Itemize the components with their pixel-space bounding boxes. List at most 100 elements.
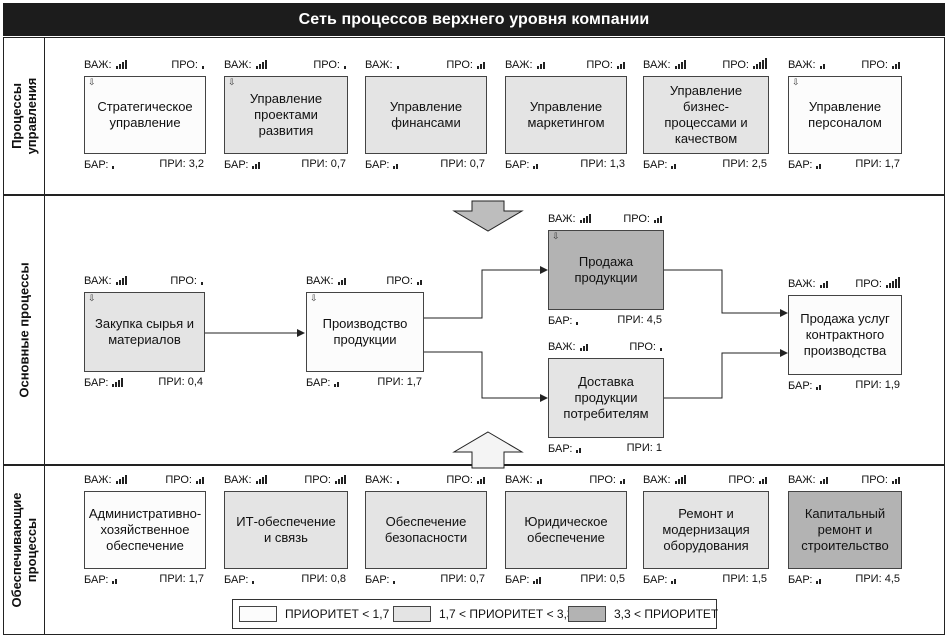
level-bar (588, 214, 591, 223)
problem-indicator: ПРО: (170, 274, 203, 288)
importance-indicator: ВАЖ: (788, 58, 825, 72)
level-bar (121, 62, 124, 69)
level-bar (533, 581, 536, 584)
level-bar (819, 385, 822, 390)
importance-bars (396, 473, 399, 484)
level-bar (585, 216, 588, 223)
importance-indicator: ВАЖ: (643, 58, 686, 72)
level-bar (338, 479, 340, 484)
problem-bars (617, 58, 625, 69)
flow-arrow-up (452, 431, 524, 469)
level-bar (674, 579, 677, 584)
importance-label: ВАЖ: (306, 275, 334, 287)
problem-label: ПРО: (728, 474, 755, 486)
level-bar (483, 62, 485, 69)
problem-label: ПРО: (623, 213, 650, 225)
level-bar (620, 481, 622, 484)
importance-label: ВАЖ: (84, 59, 112, 71)
process-admin: ВАЖ:ПРО:Административно-хозяйственное об… (84, 473, 206, 587)
level-bar (337, 382, 340, 387)
priority-value: 4,5 (884, 573, 900, 585)
problem-label: ПРО: (586, 59, 613, 71)
level-bar (617, 66, 619, 69)
priority-value: 3,2 (188, 158, 204, 170)
process-name: Стратегическое управление (97, 99, 193, 130)
level-bar (417, 282, 419, 285)
importance-label: ВАЖ: (548, 341, 576, 353)
level-bar (674, 66, 677, 69)
barrier-bars (393, 573, 396, 584)
importance-label: ВАЖ: (548, 213, 576, 225)
process-name: Продажа услуг контрактного производства (800, 311, 890, 358)
problem-bars (759, 473, 767, 484)
level-bar (822, 64, 825, 69)
level-bar (396, 164, 399, 169)
process-box: Капитальный ремонт и строительство (788, 491, 902, 569)
level-bar (898, 62, 900, 69)
level-bar (539, 64, 542, 69)
level-bar (677, 479, 680, 484)
importance-bars (536, 473, 542, 484)
importance-bars (255, 473, 267, 484)
marker-icon: ⇩ (88, 77, 96, 87)
barrier-bars (576, 314, 579, 325)
problem-indicator: ПРО: (589, 473, 625, 487)
priority-indicator: ПРИ: 1,9 (855, 379, 900, 392)
barrier-indicator: БАР: (365, 158, 399, 172)
problem-label: ПРО: (170, 275, 197, 287)
importance-bars (115, 473, 127, 484)
level-bar (536, 579, 539, 584)
level-bar (898, 477, 900, 484)
process-name: Обеспечение безопасности (384, 514, 468, 545)
level-bar (898, 277, 900, 288)
barrier-label: БАР: (84, 574, 109, 586)
problem-label: ПРО: (313, 59, 340, 71)
barrier-bars (533, 573, 542, 584)
barrier-bars (816, 158, 822, 169)
importance-label: ВАЖ: (788, 474, 816, 486)
barrier-bars (252, 158, 261, 169)
problem-bars (202, 58, 204, 69)
process-box: Ремонт и модернизация оборудования (643, 491, 769, 569)
problem-label: ПРО: (861, 474, 888, 486)
process-name: Капитальный ремонт и строительство (801, 506, 889, 553)
barrier-label: БАР: (84, 377, 109, 389)
priority-indicator: ПРИ: 1 (627, 442, 662, 455)
level-bar (660, 348, 662, 351)
legend-label: ПРИОРИТЕТ < 1,7 (285, 607, 390, 621)
importance-label: ВАЖ: (365, 474, 393, 486)
problem-bars (477, 58, 485, 69)
importance-indicator: ВАЖ: (548, 212, 591, 226)
problem-bars (201, 274, 203, 285)
level-bar (124, 276, 127, 285)
problem-indicator: ПРО: (586, 58, 625, 72)
priority-indicator: ПРИ: 0,7 (440, 158, 485, 171)
level-bar (112, 166, 115, 169)
priority-legend: ПРИОРИТЕТ < 1,7 1,7 < ПРИОРИТЕТ < 3,3 3,… (232, 599, 718, 629)
barrier-label: БАР: (788, 380, 813, 392)
level-bar (674, 481, 677, 484)
priority-label: ПРИ: (377, 376, 404, 388)
barrier-bars (816, 573, 822, 584)
legend-item-low: ПРИОРИТЕТ < 1,7 (239, 606, 389, 622)
importance-label: ВАЖ: (84, 474, 112, 486)
level-bar (483, 477, 485, 484)
problem-bars (886, 277, 900, 288)
problem-bars (892, 473, 900, 484)
barrier-bars (252, 573, 255, 584)
importance-indicator: ВАЖ: (365, 473, 399, 487)
marker-icon: ⇩ (88, 293, 96, 303)
level-bar (542, 62, 545, 69)
barrier-bars (671, 573, 677, 584)
process-name: Управление финансами (389, 99, 463, 130)
problem-bars (654, 212, 662, 223)
flow-arrow-down (452, 200, 524, 232)
barrier-bars (393, 158, 399, 169)
barrier-label: БАР: (365, 574, 390, 586)
importance-indicator: ВАЖ: (643, 473, 686, 487)
importance-indicator: ВАЖ: (224, 58, 267, 72)
priority-label: ПРИ: (855, 379, 882, 391)
